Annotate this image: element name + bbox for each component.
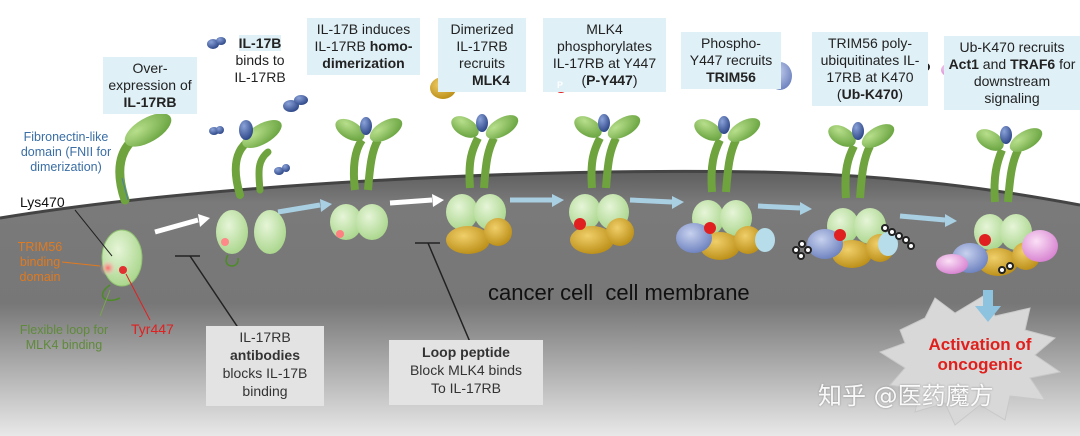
phospho-label: P	[557, 80, 564, 90]
step-6-box: Phospho-Y447 recruits TRIM56	[681, 32, 781, 89]
outcome-line2: oncogenic	[937, 355, 1023, 374]
step-2-box: IL-17B binds to IL-17RB	[223, 32, 297, 89]
watermark: 知乎 @医药魔方	[818, 382, 994, 410]
step-1-box: Over-expression of IL-17RB	[103, 57, 197, 114]
il17b-ligand	[207, 37, 308, 175]
step-8-text: Ub-K470 recruits	[959, 39, 1065, 55]
peptide-bold: Loop peptide	[422, 344, 510, 360]
step-1-bold: IL-17RB	[123, 94, 177, 110]
receptor-ligand-bound	[216, 120, 286, 267]
step-4-text: Dimerized IL-17RB recruits	[450, 21, 514, 71]
outcome-line1: Activation of	[928, 335, 1032, 354]
tyr447-label: Tyr447	[131, 321, 174, 337]
step-8-bold2: TRAF6	[1010, 56, 1056, 72]
step-5-box: MLK4 phosphorylates IL-17RB at Y447 (P-Y…	[543, 18, 666, 92]
step-8-mid: and	[978, 56, 1011, 72]
step-5-text: MLK4 phosphorylates IL-17RB at Y447	[552, 21, 657, 71]
antibody-bold: antibodies	[229, 347, 300, 363]
step-6-text: Phospho-Y447 recruits	[689, 35, 773, 68]
step-3-bold: homo-dimerization	[322, 38, 413, 71]
antibody-line3: blocks IL-17B	[222, 365, 308, 381]
step-8-post: for downstream signaling	[973, 56, 1076, 106]
receptor-dimer-6	[676, 116, 775, 260]
membrane-label: cancer cell cell membrane	[488, 280, 750, 305]
flexible-loop-label: Flexible loop for MLK4 binding	[19, 323, 109, 352]
peptide-line2: Block MLK4 binds	[409, 362, 523, 378]
annotation-leaders	[121, 177, 129, 201]
receptor-monomer	[100, 113, 172, 302]
loop-peptide-box: Loop peptide Block MLK4 binds To IL-17RB	[389, 340, 543, 405]
antibody-box: IL-17RB antibodies blocks IL-17B binding	[206, 326, 324, 406]
receptor-dimer-5	[569, 114, 641, 254]
step-5-bold: P-Y447	[586, 72, 633, 88]
receptor-dimer-8	[936, 126, 1058, 276]
step-2-bold: IL-17B	[238, 35, 282, 51]
receptor-dimer-4	[446, 114, 519, 254]
trim56-domain-label: TRIM56 binding domain	[17, 240, 63, 284]
step-8-box: Ub-K470 recruits Act1 and TRAF6 for down…	[944, 36, 1080, 110]
peptide-line3: To IL-17RB	[430, 380, 502, 396]
antibody-line1: IL-17RB	[239, 329, 291, 345]
step-4-box: Dimerized IL-17RB recruits MLK4	[438, 18, 526, 92]
outcome-text: Activation of oncogenic	[900, 335, 1060, 375]
step-8-bold: Act1	[948, 56, 979, 72]
inhibitor-antibody-line	[175, 255, 246, 339]
step-1-text: Over-expression of	[108, 60, 192, 93]
inhibitor-peptide-line	[415, 242, 471, 343]
step-6-bold: TRIM56	[706, 69, 756, 85]
process-arrows	[154, 194, 957, 235]
step-7-text: TRIM56 poly-ubiquitinates IL-17RB at K47…	[820, 35, 920, 85]
step-7-bold: Ub-K470	[841, 86, 899, 102]
receptor-dimer-7	[807, 122, 898, 268]
lys470-label: Lys470	[20, 194, 65, 210]
step-2-text: binds to IL-17RB	[234, 52, 286, 85]
step-4-bold: MLK4	[471, 72, 511, 88]
step-7-box: TRIM56 poly-ubiquitinates IL-17RB at K47…	[812, 32, 928, 106]
signal-arrow	[975, 290, 1001, 322]
step-3-box: IL-17B induces IL-17RB homo-dimerization	[307, 18, 420, 75]
receptor-dimer-3	[330, 117, 403, 240]
step-3-text: IL-17B induces IL-17RB	[314, 21, 411, 54]
antibody-line4: binding	[242, 383, 288, 399]
fibronectin-label: Fibronectin-like domain (FNII for dimeri…	[20, 130, 112, 174]
